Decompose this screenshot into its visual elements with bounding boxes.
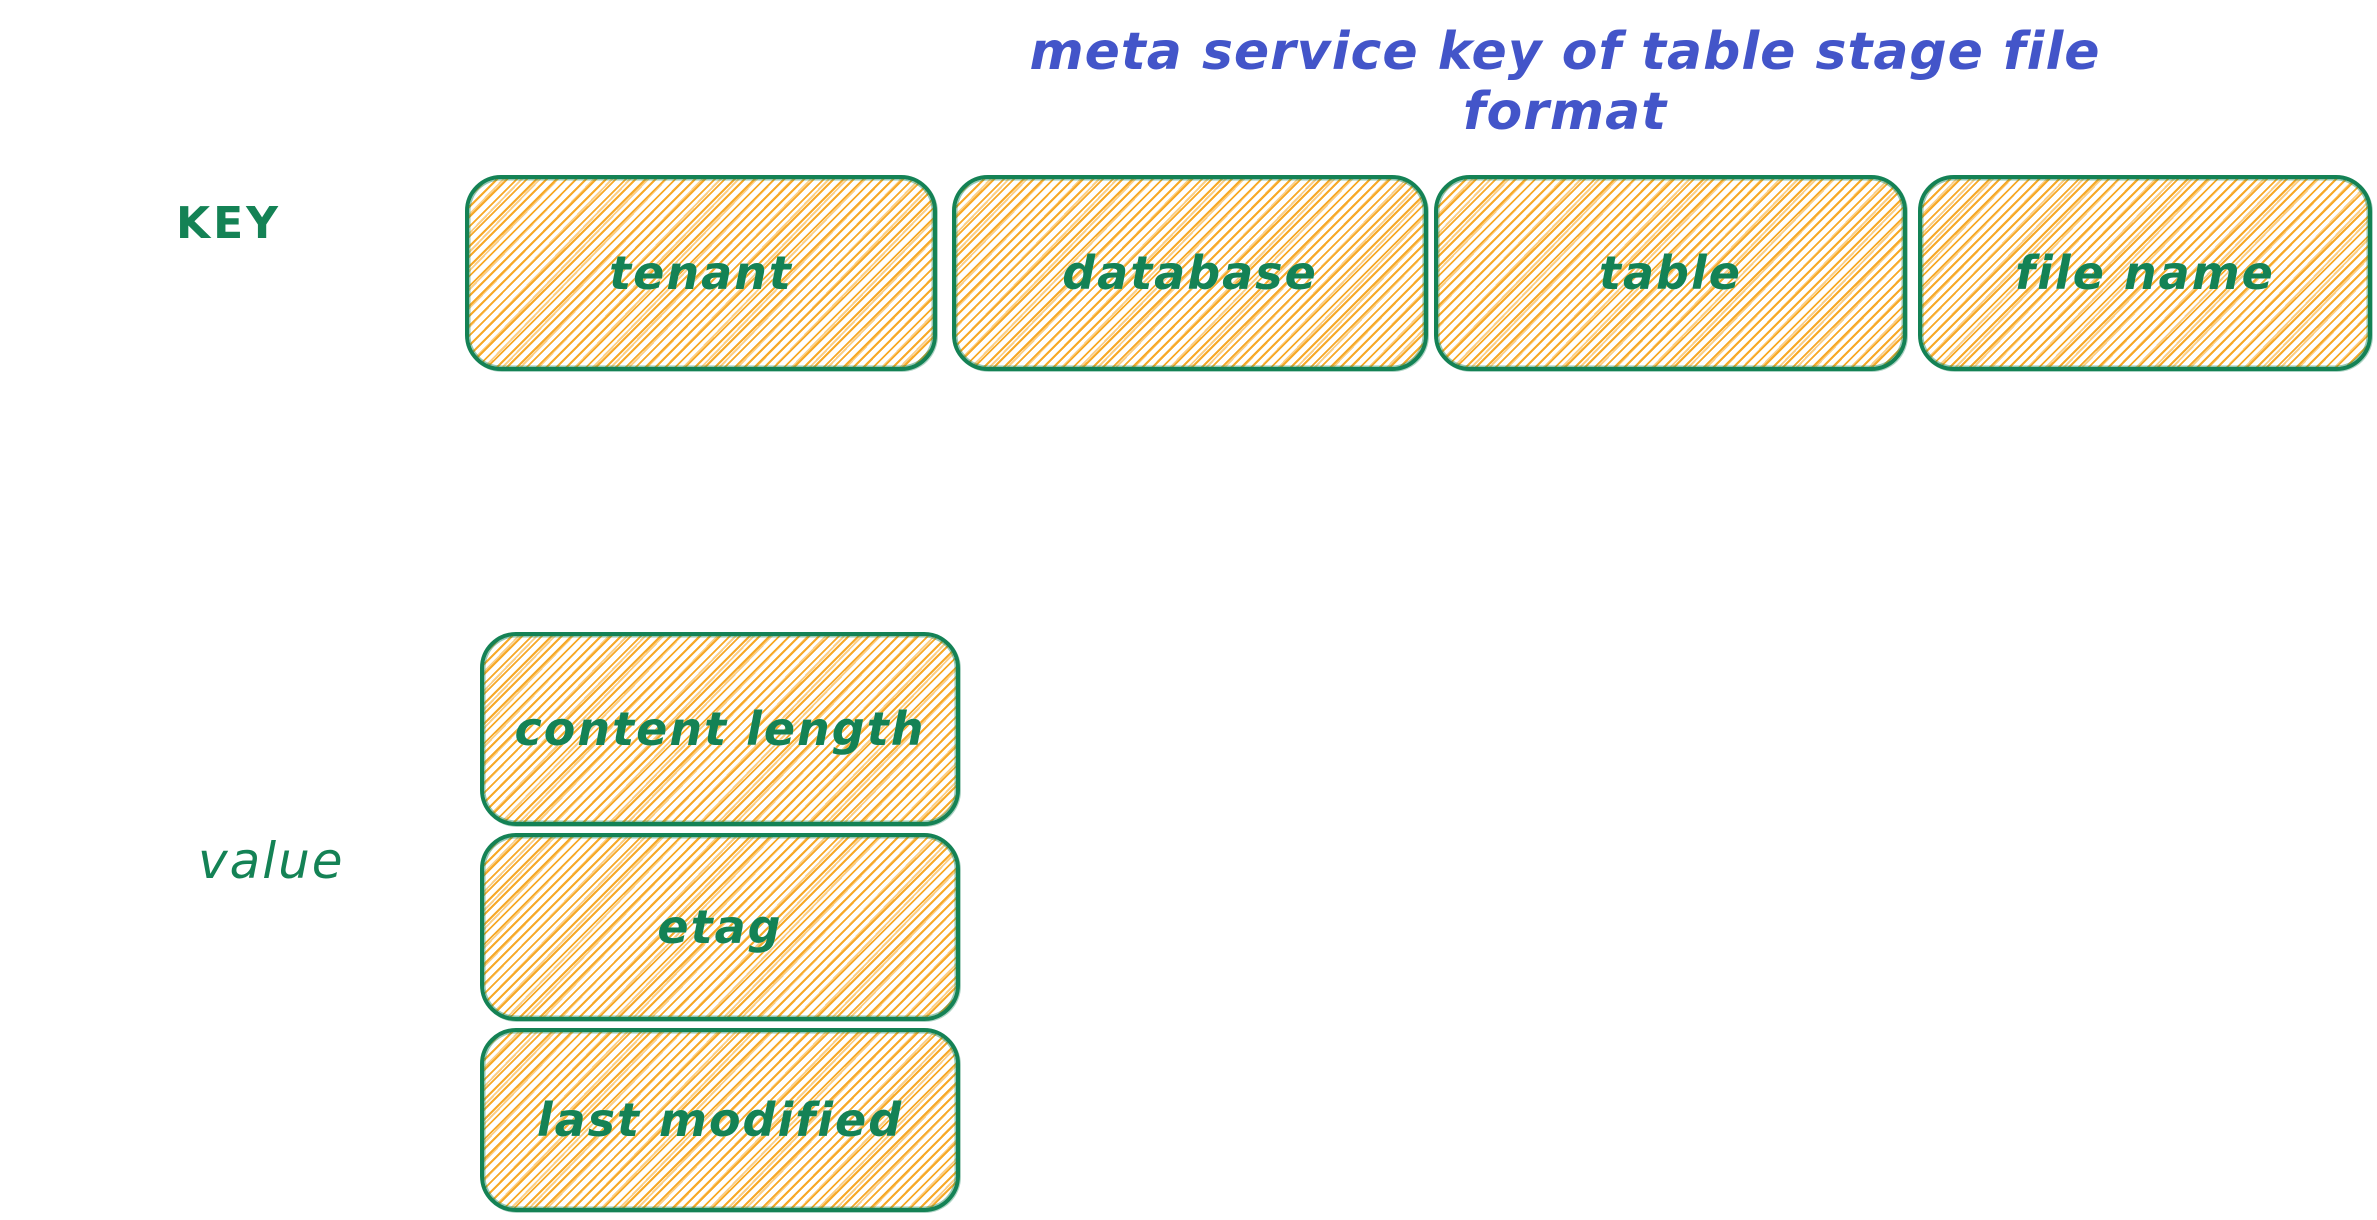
key-box-database-label: database bbox=[1062, 246, 1318, 300]
key-box-file-name-label: file name bbox=[2015, 246, 2275, 300]
key-box-tenant: tenant bbox=[465, 175, 937, 371]
value-box-etag: etag bbox=[480, 833, 960, 1021]
key-box-tenant-label: tenant bbox=[609, 246, 793, 300]
key-box-table: table bbox=[1434, 175, 1907, 371]
value-box-last-modified-label: last modified bbox=[536, 1093, 904, 1147]
key-section-label: KEY bbox=[176, 198, 282, 249]
value-section-label: value bbox=[198, 832, 345, 890]
value-box-etag-label: etag bbox=[657, 900, 783, 954]
value-box-content-length: content length bbox=[480, 632, 960, 826]
diagram-title: meta service key of table stage file for… bbox=[1029, 22, 2101, 142]
key-box-file-name: file name bbox=[1918, 175, 2372, 371]
value-box-last-modified: last modified bbox=[480, 1028, 960, 1212]
key-box-database: database bbox=[952, 175, 1428, 371]
value-box-content-length-label: content length bbox=[514, 702, 926, 756]
key-box-table-label: table bbox=[1599, 246, 1742, 300]
